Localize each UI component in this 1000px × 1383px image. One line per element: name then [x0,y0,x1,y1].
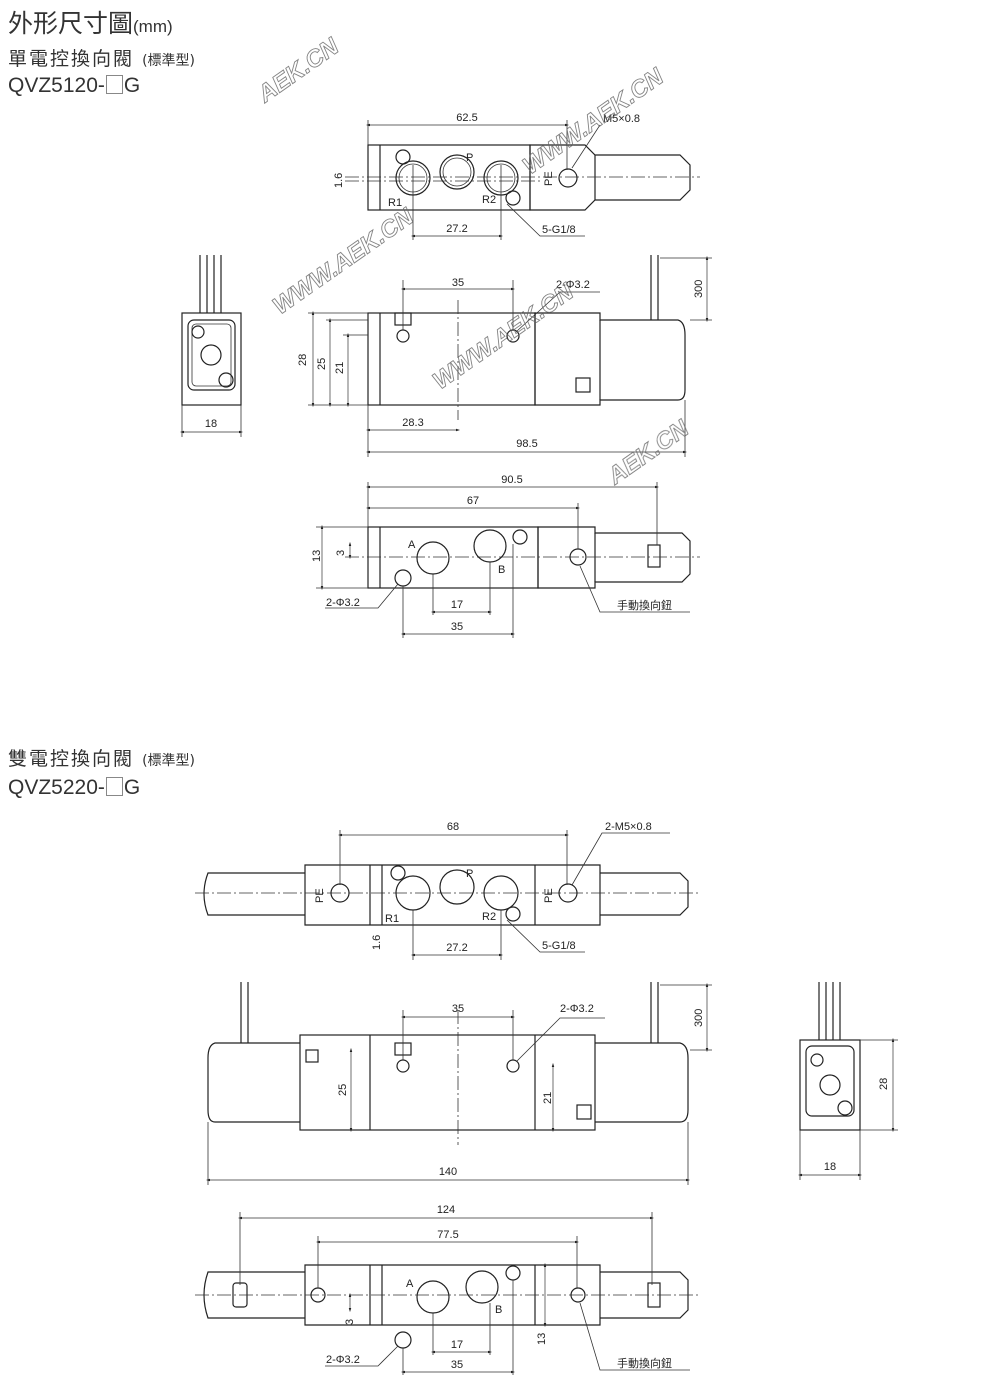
port-a: A [406,1278,414,1290]
holes-label: 2-Φ3.2 [326,1354,360,1366]
dim-width: 18 [824,1161,836,1173]
port-b: B [498,564,505,576]
dim-h3: 3 [335,550,347,556]
port-p: P [466,152,473,164]
unit-text: (mm) [133,17,173,36]
dim-h21: 21 [334,362,346,374]
dim-h13: 13 [311,550,323,562]
double-valve-heading: 雙電控換向閥 (標準型) [8,744,195,771]
model-suffix: G [123,74,141,97]
port-r2: R2 [482,194,496,206]
single-valve-heading: 單電控換向閥 (標準型) [8,44,195,71]
dim-hole-pitch: 35 [452,1003,464,1015]
dim-pitch17: 17 [451,1339,463,1351]
dim-h3: 3 [344,1319,356,1325]
single-side-view: 300 35 2-Φ3.2 28 25 21 28.3 98.5 [297,255,712,457]
dim-height: 28 [297,354,309,366]
single-top-view: 62.5 M5×0.8 P R1 R2 PE 1.6 27.2 5-G1/8 [333,112,700,240]
placeholder-box [105,777,123,796]
placeholder-box [105,75,123,94]
model-prefix: QVZ5220- [8,776,105,799]
port-pe: PE [543,171,555,186]
single-valve-name: 單電控換向閥 [8,48,135,70]
port-r2: R2 [482,911,496,923]
dim-width: 18 [205,418,217,430]
port-a: A [408,539,416,551]
dim-len1: 124 [437,1204,455,1216]
watermarks: AEK.CN WWW.AEK.CN WWW.AEK.CN WWW.AEK.CN … [252,32,695,491]
page-title: 外形尺寸圖(mm) [8,4,173,40]
dim-len2: 77.5 [437,1229,458,1241]
dim-len2: 67 [467,495,479,507]
dim-length: 62.5 [456,112,477,124]
dim-length: 140 [439,1166,457,1178]
watermark: WWW.AEK.CN [518,63,669,180]
port-pe-left: PE [314,888,326,903]
dim-length: 68 [447,821,459,833]
dim-h25: 25 [316,358,328,370]
dim-h21: 21 [542,1092,554,1104]
ports-label: 5-G1/8 [542,224,576,236]
double-bottom-view: A B 124 77.5 3 13 2-Φ3.2 17 35 手動換向鈕 [195,1204,700,1375]
manual-override-label: 手動換向鈕 [617,1356,672,1370]
dim-h13: 13 [536,1333,548,1345]
holes-label: 2-Φ3.2 [556,279,590,291]
watermark: WWW.AEK.CN [268,203,419,320]
port-p: P [466,868,473,880]
watermark: AEK.CN [602,415,694,491]
single-bottom-view: A B 90.5 67 13 3 2-Φ3.2 17 35 手動換向鈕 [311,474,700,638]
single-end-view: 28 18 [179,255,244,437]
double-top-view: 68 2-M5×0.8 PE PE P R1 R2 1.6 27.2 5-G1/… [195,821,700,960]
single-valve-type: (標準型) [142,53,195,69]
thread-label: 2-M5×0.8 [605,821,652,833]
port-r1: R1 [388,197,402,209]
dim-pitch: 27.2 [446,223,467,235]
port-pe-right: PE [543,888,555,903]
double-end-view: 28 18 [797,982,898,1180]
dim-h25: 25 [337,1084,349,1096]
model-suffix: G [123,776,141,799]
manual-override-label: 手動換向鈕 [617,598,672,612]
dim-offset: 1.6 [333,173,345,188]
thread-label: M5×0.8 [603,113,640,125]
double-valve-type: (標準型) [142,753,195,769]
dim-pitch35: 35 [451,1359,463,1371]
dim-len1: 90.5 [501,474,522,486]
port-r1: R1 [385,913,399,925]
single-valve-model: QVZ5120- G [8,74,140,98]
title-text: 外形尺寸圖 [8,9,134,38]
holes-label: 2-Φ3.2 [326,597,360,609]
dim-offset: 28.3 [402,417,423,429]
holes-label: 2-Φ3.2 [560,1003,594,1015]
double-valve-model: QVZ5220- G [8,776,140,800]
dim-pitch17: 17 [451,599,463,611]
dim-pitch35: 35 [451,621,463,633]
double-side-view: 300 35 2-Φ3.2 25 21 140 [205,982,712,1185]
dim-length: 98.5 [516,438,537,450]
dim-hole-pitch: 35 [452,277,464,289]
dim-wire: 300 [693,280,705,298]
model-prefix: QVZ5120- [8,74,105,97]
watermark: WWW.AEK.CN [428,278,579,395]
watermark: AEK.CN [252,33,344,109]
dim-wire: 300 [693,1009,705,1027]
ports-label: 5-G1/8 [542,940,576,952]
dim-height: 28 [878,1078,890,1090]
dim-offset: 1.6 [371,935,383,950]
port-b: B [495,1304,502,1316]
double-valve-name: 雙電控換向閥 [8,748,135,770]
dim-pitch: 27.2 [446,942,467,954]
